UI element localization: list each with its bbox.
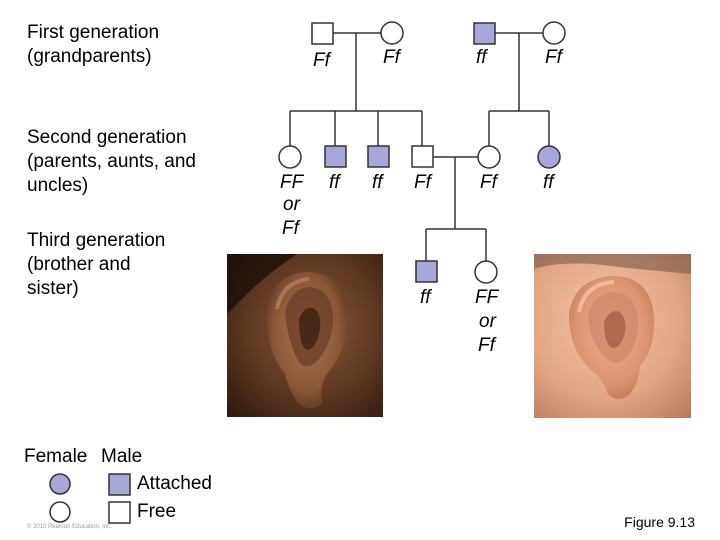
genotype-uncle-1: ff (329, 172, 341, 193)
pedigree-lines (289, 32, 550, 261)
uncle-2-attached-male (367, 145, 390, 168)
genotype-brother: ff (420, 287, 432, 308)
brother-attached-male (415, 260, 438, 283)
key-female-label: Female (24, 446, 88, 467)
key-attached-male-symbol (108, 473, 131, 496)
genotype-grandmother-2: Ff (545, 47, 564, 68)
father-free-male (411, 145, 434, 168)
genotype-aunt-1-line-2: or (283, 194, 301, 215)
aunt-2-attached-female (537, 145, 561, 169)
aunt-1-free-female (278, 145, 302, 169)
copyright-notice: © 2010 Pearson Education, Inc. (27, 524, 112, 530)
genotype-grandfather-1: Ff (313, 50, 332, 71)
sister-free-female (474, 260, 498, 284)
genotype-grandmother-1: Ff (383, 47, 402, 68)
grandfather-1-free-male (311, 22, 334, 45)
first-generation-label: First generation (grandparents) (27, 22, 160, 67)
genotype-sister-line-2: or (479, 311, 497, 332)
genotype-mother: Ff (480, 172, 499, 193)
genotype-uncle-2: ff (372, 172, 384, 193)
key-free-female-symbol (49, 501, 71, 523)
genotype-aunt-2: ff (543, 172, 555, 193)
grandfather-2-attached-male (473, 22, 496, 45)
grandmother-1-free-female (380, 21, 404, 45)
genotype-aunt-1-line-3: Ff (282, 218, 301, 239)
uncle-1-attached-male (324, 145, 347, 168)
attached-earlobe-photo (227, 254, 383, 417)
key-attached-female-symbol (49, 473, 71, 495)
mother-free-female (477, 145, 501, 169)
grandmother-2-free-female (542, 21, 566, 45)
third-generation-label: Third generation (brother and sister) (27, 230, 166, 299)
key-free-male-symbol (108, 501, 131, 524)
key-attached-label: Attached (137, 473, 212, 494)
genotype-aunt-1-line-1: FF (280, 172, 305, 193)
genotype-sister-line-1: FF (475, 287, 500, 308)
free-earlobe-photo (534, 254, 691, 418)
figure-label: Figure 9.13 (624, 514, 695, 530)
key-male-label: Male (101, 446, 143, 467)
genotype-grandfather-2: ff (476, 47, 488, 68)
key-free-label: Free (137, 501, 177, 522)
genotype-sister-line-3: Ff (478, 335, 497, 356)
second-generation-label: Second generation (parents, aunts, and u… (27, 127, 196, 196)
genotype-father: Ff (414, 172, 433, 193)
